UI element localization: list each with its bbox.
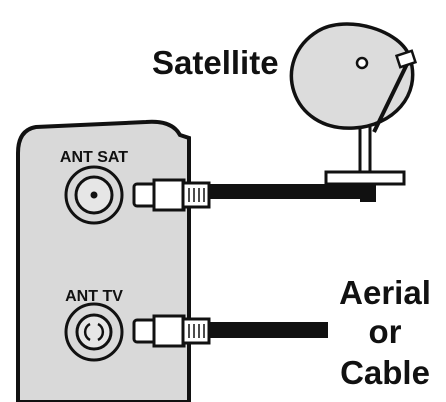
ant-sat-label: ANT SAT (60, 149, 128, 166)
aerial-label: Aerial (339, 274, 431, 311)
aerial-plug (132, 314, 211, 348)
ant-tv-socket (64, 302, 124, 362)
or-label: or (369, 313, 402, 350)
ant-sat-socket (64, 165, 124, 225)
satellite-label: Satellite (152, 44, 279, 81)
ant-tv-label: ANT TV (65, 288, 123, 305)
satellite-plug (132, 178, 211, 212)
aerial-cable (208, 322, 328, 338)
cable-label: Cable (340, 354, 430, 391)
satellite-dish (289, 22, 418, 186)
